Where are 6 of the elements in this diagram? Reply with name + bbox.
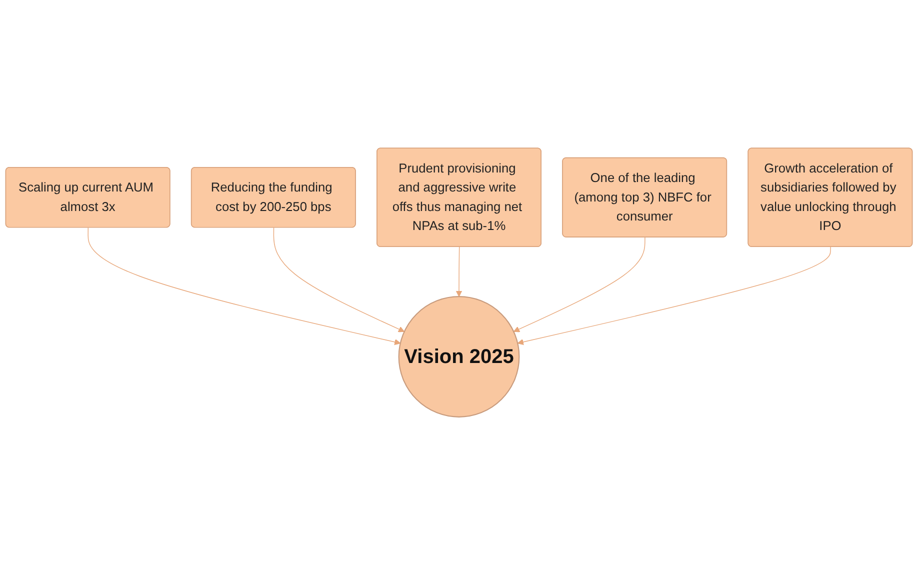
arrow — [513, 236, 646, 332]
arrow — [456, 246, 462, 297]
arrow — [88, 227, 401, 346]
arrow — [517, 246, 831, 346]
arrow — [273, 227, 405, 332]
node-circle: Vision 2025 — [398, 296, 520, 418]
